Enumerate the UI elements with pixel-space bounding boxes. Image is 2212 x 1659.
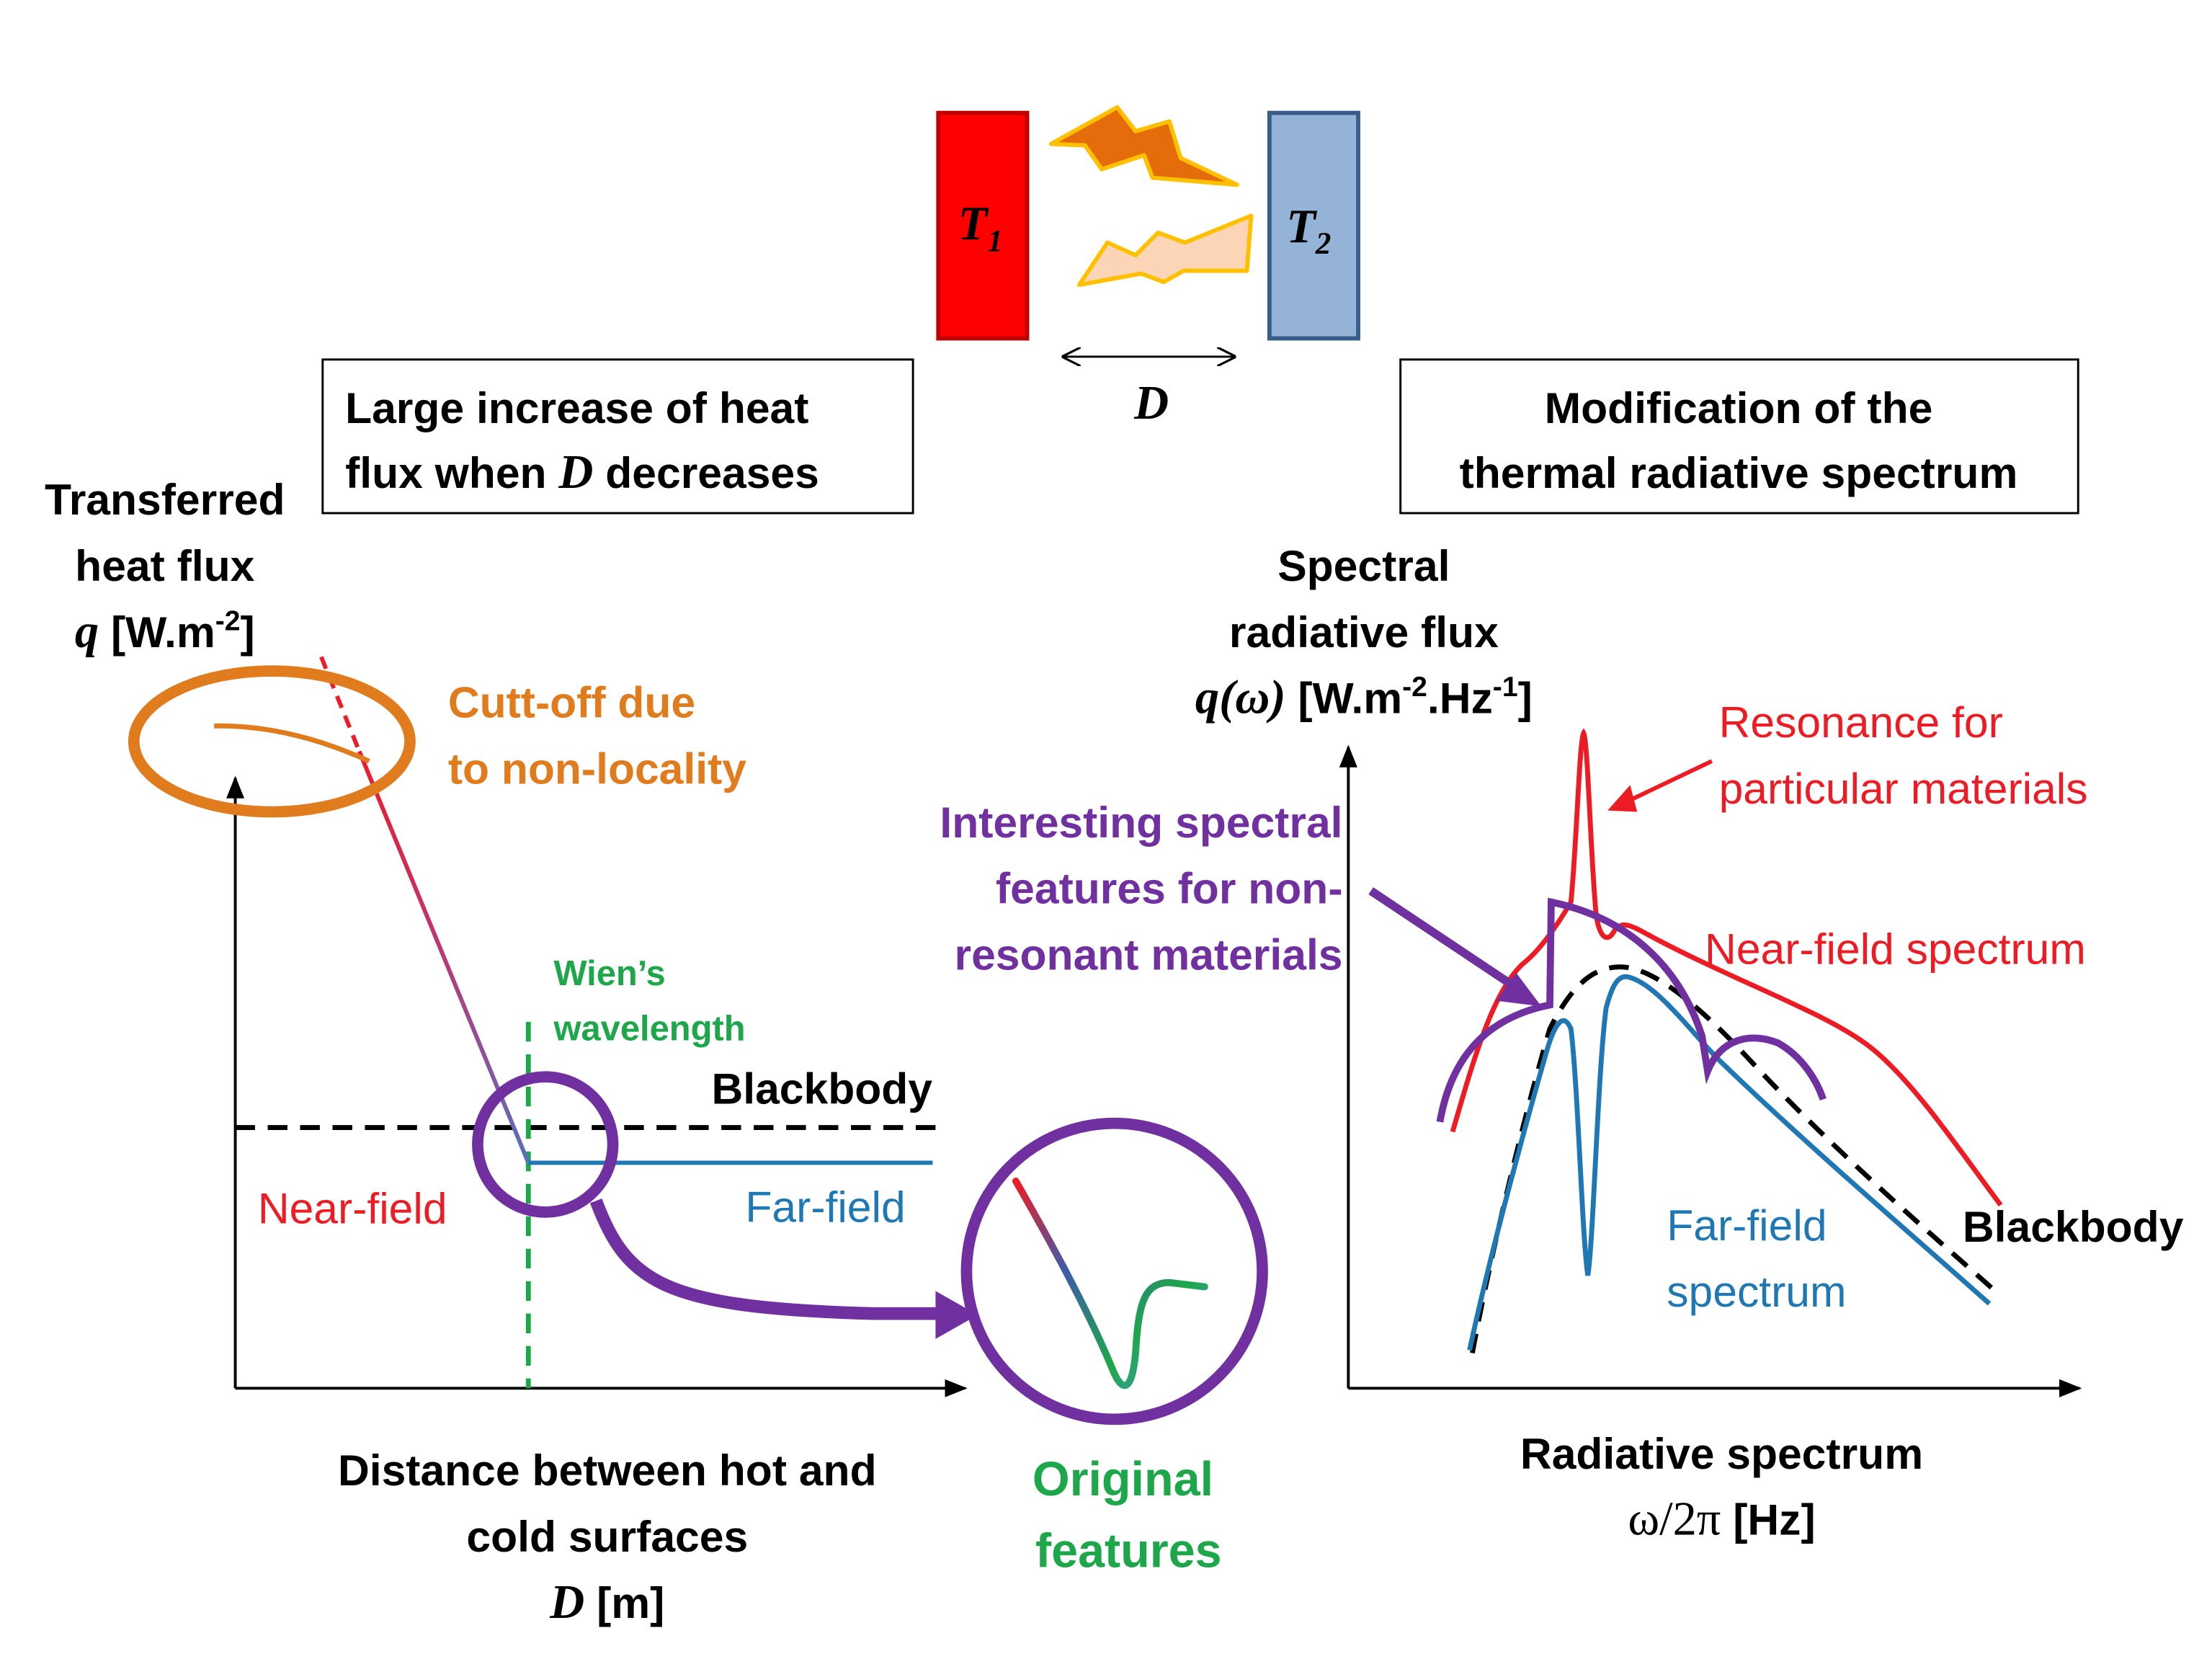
right-ylabel-line3: q(ω) [W.m-2.Hz-1] [1195, 672, 1533, 724]
cutoff-label-line1: Cutt-off due [448, 678, 695, 727]
cutoff-curve [214, 723, 370, 764]
left-xlabel-line1: Distance between hot and [338, 1446, 877, 1495]
far-field-spectrum-curve [1467, 974, 1992, 1351]
resonance-arrowhead [1607, 785, 1638, 812]
right-xlabel-line1: Radiative spectrum [1520, 1429, 1923, 1478]
left-ylabel-line2: heat flux [75, 541, 255, 590]
zoom-arrowhead [935, 1291, 978, 1339]
resonance-label-line2: particular materials [1719, 764, 2088, 813]
interesting-label-line3: resonant materials [955, 930, 1343, 979]
non-resonant-feature-curve [1436, 897, 1827, 1123]
left-blackbody-label: Blackbody [711, 1064, 932, 1113]
interesting-arrow [1368, 887, 1517, 990]
zoom-large-circle [960, 1117, 1268, 1426]
left-caption-box: Large increase of heat flux when D decre… [321, 358, 914, 515]
cold-surface-t2 [1267, 110, 1360, 341]
right-caption-box: Modification of the thermal radiative sp… [1399, 358, 2079, 515]
left-xlabel-line2: cold surfaces [466, 1512, 748, 1561]
resonance-label-line1: Resonance for [1719, 698, 2003, 747]
top-schematic: T1 T2 D [936, 104, 1360, 430]
near-field-spectrum-label: Near-field spectrum [1705, 925, 2086, 974]
zoom-small-circle [472, 1071, 619, 1218]
wien-label-line1: Wien’s [553, 954, 665, 993]
zoom-connector-arrow [589, 1198, 945, 1320]
t2-label: T2 [1286, 201, 1331, 262]
near-field-spectrum-curve [1450, 728, 2003, 1207]
original-features-line2: features [1035, 1525, 1222, 1578]
right-ylabel-line1: Spectral [1277, 541, 1450, 590]
interesting-arrowhead [1496, 972, 1542, 1007]
left-ylabel-line3: q [W.m-2] [75, 605, 255, 658]
distance-label: D [1133, 377, 1169, 430]
t1-label: T1 [958, 198, 1003, 259]
left-chart: Transferred heat flux q [W.m-2] Blackbod… [45, 475, 1268, 1629]
interesting-label-line2: features for non- [996, 864, 1343, 913]
right-box-line2: thermal radiative spectrum [1460, 448, 2018, 497]
right-xlabel-line2: ω/2π [Hz] [1628, 1493, 1815, 1546]
left-ylabel-line1: Transferred [45, 475, 285, 524]
wien-label-line2: wavelength [553, 1009, 745, 1048]
near-field-label: Near-field [258, 1184, 447, 1233]
right-chart: Spectral radiative flux q(ω) [W.m-2.Hz-1… [940, 541, 2183, 1546]
cutoff-ellipse [128, 665, 416, 818]
far-field-spectrum-label-line1: Far-field [1667, 1201, 1827, 1250]
resonance-arrow [1622, 759, 1713, 806]
far-field-label: Far-field [745, 1183, 905, 1232]
cutoff-label-line2: to non-locality [448, 744, 746, 793]
lightning-bolt-icon [1076, 213, 1254, 288]
right-box-line1: Modification of the [1545, 383, 1933, 432]
left-xlabel-line3: D [m] [549, 1576, 664, 1629]
lightning-bolt-icon [1048, 104, 1239, 187]
hot-surface-t1 [936, 110, 1030, 341]
right-blackbody-label: Blackbody [1963, 1202, 2184, 1251]
near-field-curve [357, 750, 530, 1164]
near-field-dashed-extension [319, 656, 362, 752]
far-field-spectrum-label-line2: spectrum [1667, 1267, 1846, 1316]
interesting-label-line1: Interesting spectral [940, 798, 1342, 847]
left-box-line2: flux when D decreases [345, 446, 819, 499]
right-ylabel-line2: radiative flux [1229, 608, 1499, 657]
original-features-line1: Original [1033, 1453, 1213, 1506]
original-features-curve [1012, 1177, 1208, 1389]
left-box-line1: Large increase of heat [345, 383, 808, 432]
